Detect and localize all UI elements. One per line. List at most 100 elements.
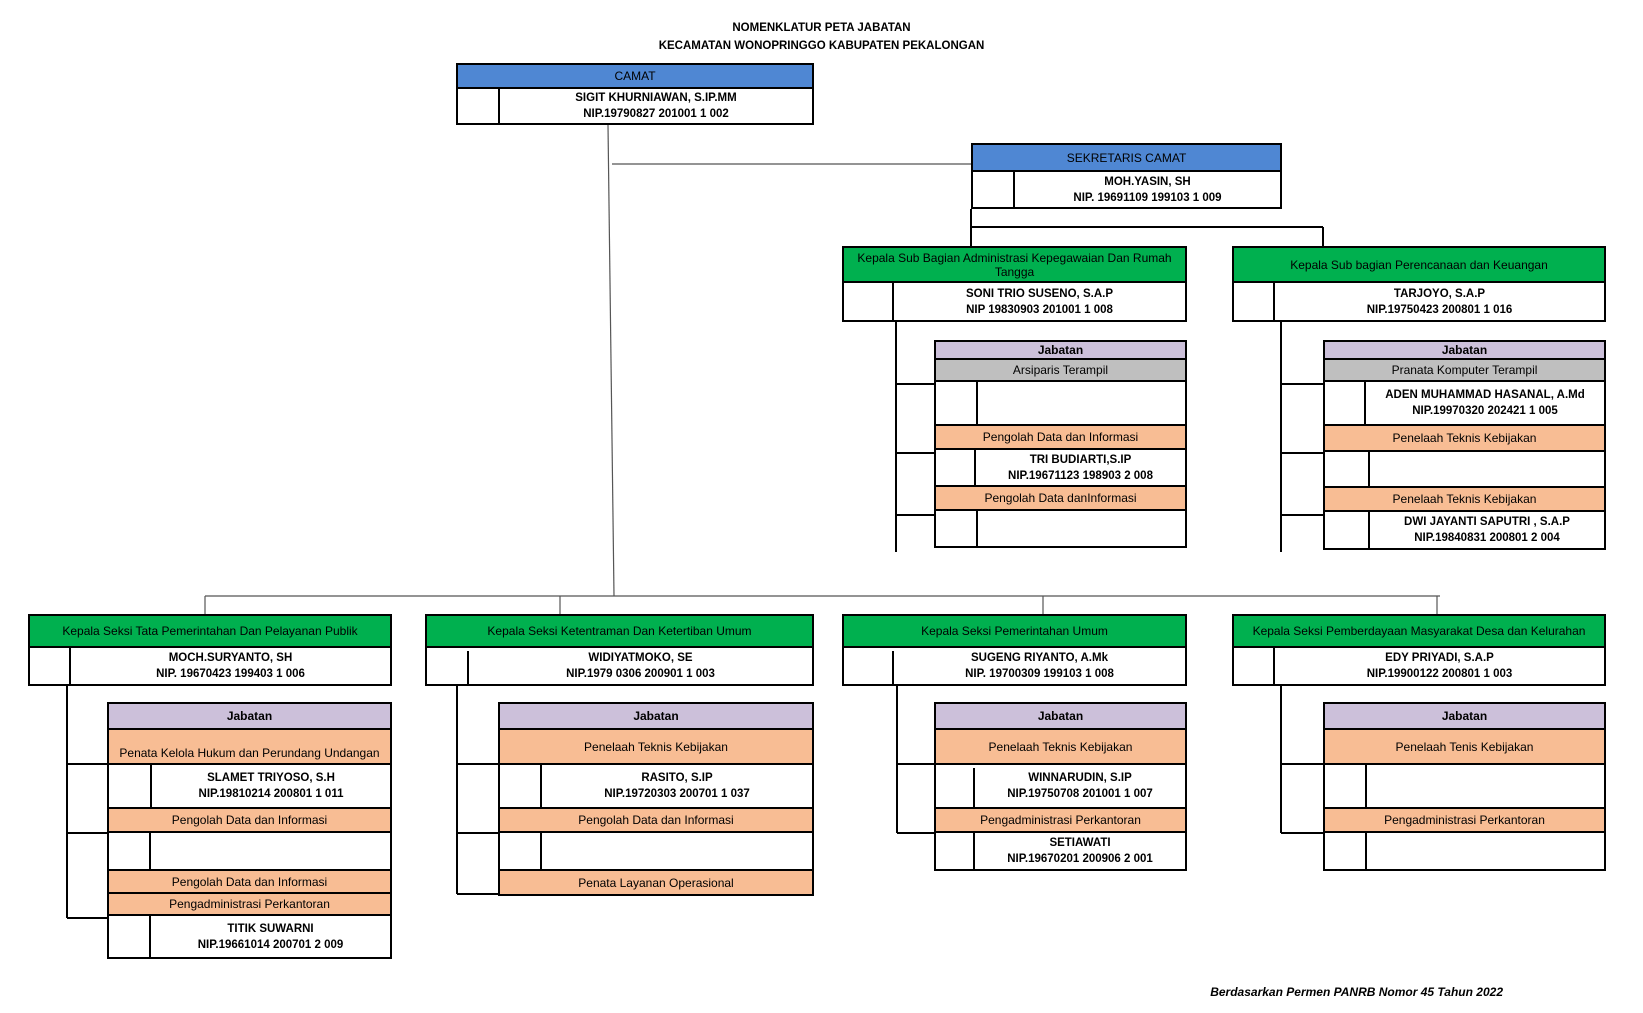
seksi3-nip: NIP. 19700309 199103 1 008 — [965, 668, 1114, 680]
subbag1-nip: NIP 19830903 201001 1 008 — [966, 303, 1113, 316]
seksi4-header: Kepala Seksi Pemberdayaan Masyarakat Des… — [1232, 614, 1606, 648]
seksi2-pos1-name: RASITO, S.IP — [641, 772, 713, 784]
subbag2-card: TARJOYO, S.A.P NIP.19750423 200801 1 016 — [1232, 281, 1606, 322]
subbag2-pos2: Penelaah Teknis Kebijakan — [1323, 424, 1606, 452]
subbag2-header: Kepala Sub bagian Perencanaan dan Keuang… — [1232, 246, 1606, 283]
subbag2-pos2-photo — [1325, 452, 1370, 486]
seksi4-pos2: Pengadministrasi Perkantoran — [1323, 807, 1606, 833]
sekcam-photo — [973, 172, 1015, 207]
seksi1-pos4-photo — [109, 916, 151, 957]
seksi3-pos1-photo — [936, 768, 975, 807]
subbag1-pos2-card: TRI BUDIARTI,S.IP NIP.19671123 198903 2 … — [934, 448, 1187, 487]
seksi3-pos2-name: SETIAWATI — [1049, 837, 1111, 849]
seksi3-jabatan-label: Jabatan — [934, 702, 1187, 730]
subbag2-pos1-card: ADEN MUHAMMAD HASANAL, A.Md NIP.19970320… — [1323, 380, 1606, 426]
subbag1-pos1-photo — [936, 382, 978, 424]
subbag2-pos3-name: DWI JAYANTI SAPUTRI , S.A.P — [1404, 516, 1570, 528]
seksi1-name: MOCH.SURYANTO, SH — [168, 652, 293, 664]
subbag2-pos3-card: DWI JAYANTI SAPUTRI , S.A.P NIP.19840831… — [1323, 510, 1606, 550]
subbag2-pos1-photo — [1325, 382, 1366, 424]
subbag1-pos2-nip: NIP.19671123 198903 2 008 — [1008, 469, 1153, 482]
seksi1-card: MOCH.SURYANTO, SH NIP. 19670423 199403 1… — [28, 646, 392, 686]
seksi1-pos4-nip: NIP.19661014 200701 2 009 — [197, 938, 344, 951]
subbag1-pos3-card — [934, 509, 1187, 548]
seksi2-pos1-photo — [500, 765, 542, 807]
seksi2-pos2: Pengolah Data dan Informasi — [498, 807, 814, 833]
subbag2-pos3-nip: NIP.19840831 200801 2 004 — [1414, 532, 1560, 544]
seksi4-card: EDY PRIYADI, S.A.P NIP.19900122 200801 1… — [1232, 646, 1606, 686]
seksi1-pos1-nip: NIP.19810214 200801 1 011 — [198, 788, 344, 800]
seksi3-pos1: Penelaah Teknis Kebijakan — [934, 728, 1187, 765]
chart-title-line1: NOMENKLATUR PETA JABATAN — [732, 22, 911, 34]
seksi1-photo — [30, 648, 71, 684]
seksi1-pos4: Pengadministrasi Perkantoran — [107, 892, 392, 916]
seksi4-pos1: Penelaah Tenis Kebijakan — [1323, 728, 1606, 765]
seksi3-pos1-card: WINNARUDIN, S.IP NIP.19750708 201001 1 0… — [934, 763, 1187, 809]
chart-title-line2: KECAMATAN WONOPRINGGO KABUPATEN PEKALONG… — [658, 40, 985, 52]
seksi4-pos1-photo — [1325, 765, 1367, 807]
seksi2-photo — [427, 651, 469, 684]
seksi3-pos2-photo — [936, 833, 975, 869]
seksi4-photo — [1234, 648, 1275, 684]
subbag2-photo — [1234, 283, 1275, 320]
subbag1-pos2-name: TRI BUDIARTI,S.IP — [1029, 453, 1132, 466]
seksi2-jabatan-label: Jabatan — [498, 702, 814, 730]
seksi4-pos1-card — [1323, 763, 1606, 809]
seksi3-pos1-name: WINNARUDIN, S.IP — [1028, 772, 1132, 784]
seksi3-header: Kepala Seksi Pemerintahan Umum — [842, 614, 1187, 648]
seksi1-pos1-card: SLAMET TRIYOSO, S.H NIP.19810214 200801 … — [107, 763, 392, 809]
subbag1-pos1: Arsiparis Terampil — [934, 358, 1187, 382]
seksi1-pos3: Pengolah Data dan Informasi — [107, 869, 392, 894]
subbag1-pos2-photo — [936, 450, 976, 485]
subbag2-jabatan-label: Jabatan — [1323, 340, 1606, 360]
seksi2-name: WIDIYATMOKO, SE — [588, 652, 693, 664]
camat-nip: NIP.19790827 201001 1 002 — [583, 108, 729, 120]
seksi2-card: WIDIYATMOKO, SE NIP.1979 0306 200901 1 0… — [425, 646, 814, 686]
subbag1-header: Kepala Sub Bagian Administrasi Kepegawai… — [842, 246, 1187, 283]
seksi2-nip: NIP.1979 0306 200901 1 003 — [566, 668, 715, 680]
sekcam-header: SEKRETARIS CAMAT — [971, 143, 1282, 172]
seksi4-nip: NIP.19900122 200801 1 003 — [1366, 668, 1513, 680]
sekcam-card: MOH.YASIN, SH NIP. 19691109 199103 1 009 — [971, 170, 1282, 209]
seksi4-pos2-card — [1323, 831, 1606, 871]
seksi1-pos2-card — [107, 831, 392, 871]
subbag2-pos1-nip: NIP.19970320 202421 1 005 — [1412, 405, 1558, 417]
subbag2-pos3: Penelaah Teknis Kebijakan — [1323, 486, 1606, 512]
subbag2-nip: NIP.19750423 200801 1 016 — [1366, 303, 1513, 316]
seksi3-name: SUGENG RIYANTO, A.Mk — [971, 652, 1108, 664]
seksi2-pos1: Penelaah Teknis Kebijakan — [498, 728, 814, 765]
subbag1-pos1-card — [934, 380, 1187, 426]
camat-photo — [458, 89, 500, 123]
subbag1-card: SONI TRIO SUSENO, S.A.P NIP 19830903 201… — [842, 281, 1187, 322]
camat-name: SIGIT KHURNIAWAN, S.IP.MM — [575, 92, 737, 104]
seksi4-name: EDY PRIYADI, S.A.P — [1385, 652, 1494, 664]
seksi1-pos1-photo — [109, 765, 152, 807]
sekcam-name: MOH.YASIN, SH — [1104, 175, 1191, 188]
subbag1-pos3-photo — [936, 511, 978, 546]
seksi1-nip: NIP. 19670423 199403 1 006 — [156, 668, 305, 680]
seksi1-pos4-card: TITIK SUWARNI NIP.19661014 200701 2 009 — [107, 914, 392, 959]
subbag2-pos3-photo — [1325, 512, 1370, 548]
seksi4-pos2-photo — [1325, 833, 1367, 869]
subbag1-name: SONI TRIO SUSENO, S.A.P — [966, 287, 1113, 300]
subbag1-photo — [844, 283, 894, 320]
subbag1-jabatan-label: Jabatan — [934, 340, 1187, 360]
seksi2-pos3: Penata Layanan Operasional — [498, 869, 814, 896]
seksi4-jabatan-label: Jabatan — [1323, 702, 1606, 730]
seksi3-card: SUGENG RIYANTO, A.Mk NIP. 19700309 19910… — [842, 646, 1187, 686]
seksi1-pos1-name: SLAMET TRIYOSO, S.H — [207, 772, 335, 784]
subbag1-pos2: Pengolah Data dan Informasi — [934, 424, 1187, 450]
seksi1-pos1: Penata Kelola Hukum dan Perundang Undang… — [107, 728, 392, 765]
subbag2-pos1: Pranata Komputer Terampil — [1323, 358, 1606, 382]
seksi1-pos4-name: TITIK SUWARNI — [227, 922, 314, 935]
seksi3-pos1-nip: NIP.19750708 201001 1 007 — [1007, 788, 1153, 800]
seksi3-pos2: Pengadministrasi Perkantoran — [934, 807, 1187, 833]
subbag2-pos1-name: ADEN MUHAMMAD HASANAL, A.Md — [1385, 389, 1585, 401]
seksi1-pos2: Pengolah Data dan Informasi — [107, 807, 392, 833]
seksi2-pos1-nip: NIP.19720303 200701 1 037 — [604, 788, 750, 800]
seksi2-pos2-card — [498, 831, 814, 871]
subbag1-pos3: Pengolah Data danInformasi — [934, 485, 1187, 511]
seksi1-header: Kepala Seksi Tata Pemerintahan Dan Pelay… — [28, 614, 392, 648]
seksi3-pos2-card: SETIAWATI NIP.19670201 200906 2 001 — [934, 831, 1187, 871]
